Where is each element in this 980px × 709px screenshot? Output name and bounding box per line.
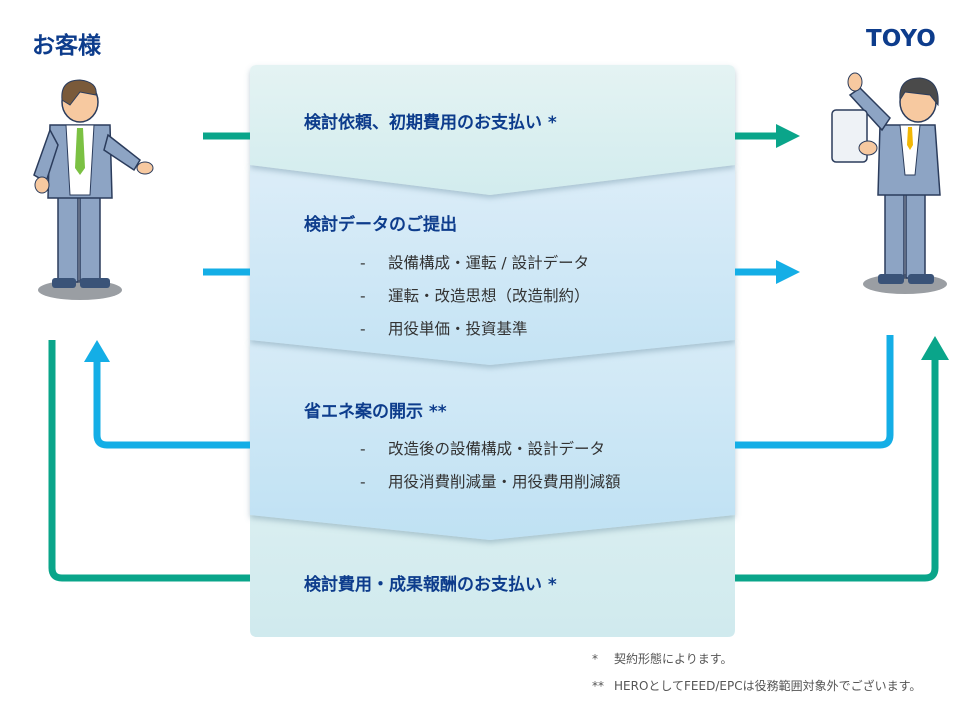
section-2-title: 検討データのご提出	[304, 215, 457, 235]
arrow-payment-head	[921, 336, 949, 360]
section-1-bg	[250, 65, 735, 195]
arrow-proposal-head	[84, 340, 110, 362]
section-2-item: -運転・改造思想（改造制約）	[360, 287, 590, 305]
customer-figure	[33, 79, 154, 300]
section-4-title: 検討費用・成果報酬のお支払い *	[304, 575, 557, 595]
section-3-bg	[250, 340, 735, 540]
section-2-item: -用役単価・投資基準	[360, 320, 528, 338]
arrow-proposal	[93, 335, 894, 449]
section-2-bg	[250, 165, 735, 365]
arrow-data-head	[776, 260, 800, 284]
section-2-item: -設備構成・運転 / 設計データ	[360, 254, 590, 272]
section-3-item: -用役消費削減量・用役費用削減額	[360, 473, 621, 491]
footnote: **HEROとしてFEED/EPCは役務範囲対象外でございます。	[592, 679, 922, 693]
toyo-label: TOYO	[866, 26, 936, 52]
arrow-payment	[48, 340, 939, 582]
footnote: *契約形態によります。	[592, 652, 733, 666]
section-3-item: -改造後の設備構成・設計データ	[360, 440, 606, 458]
customer-label: お客様	[32, 33, 101, 59]
section-3-title: 省エネ案の開示 **	[304, 402, 447, 422]
arrow-request-head	[776, 124, 800, 148]
section-4-bg	[250, 515, 735, 637]
toyo-figure	[831, 72, 947, 294]
section-1-title: 検討依頼、初期費用のお支払い *	[304, 113, 557, 133]
